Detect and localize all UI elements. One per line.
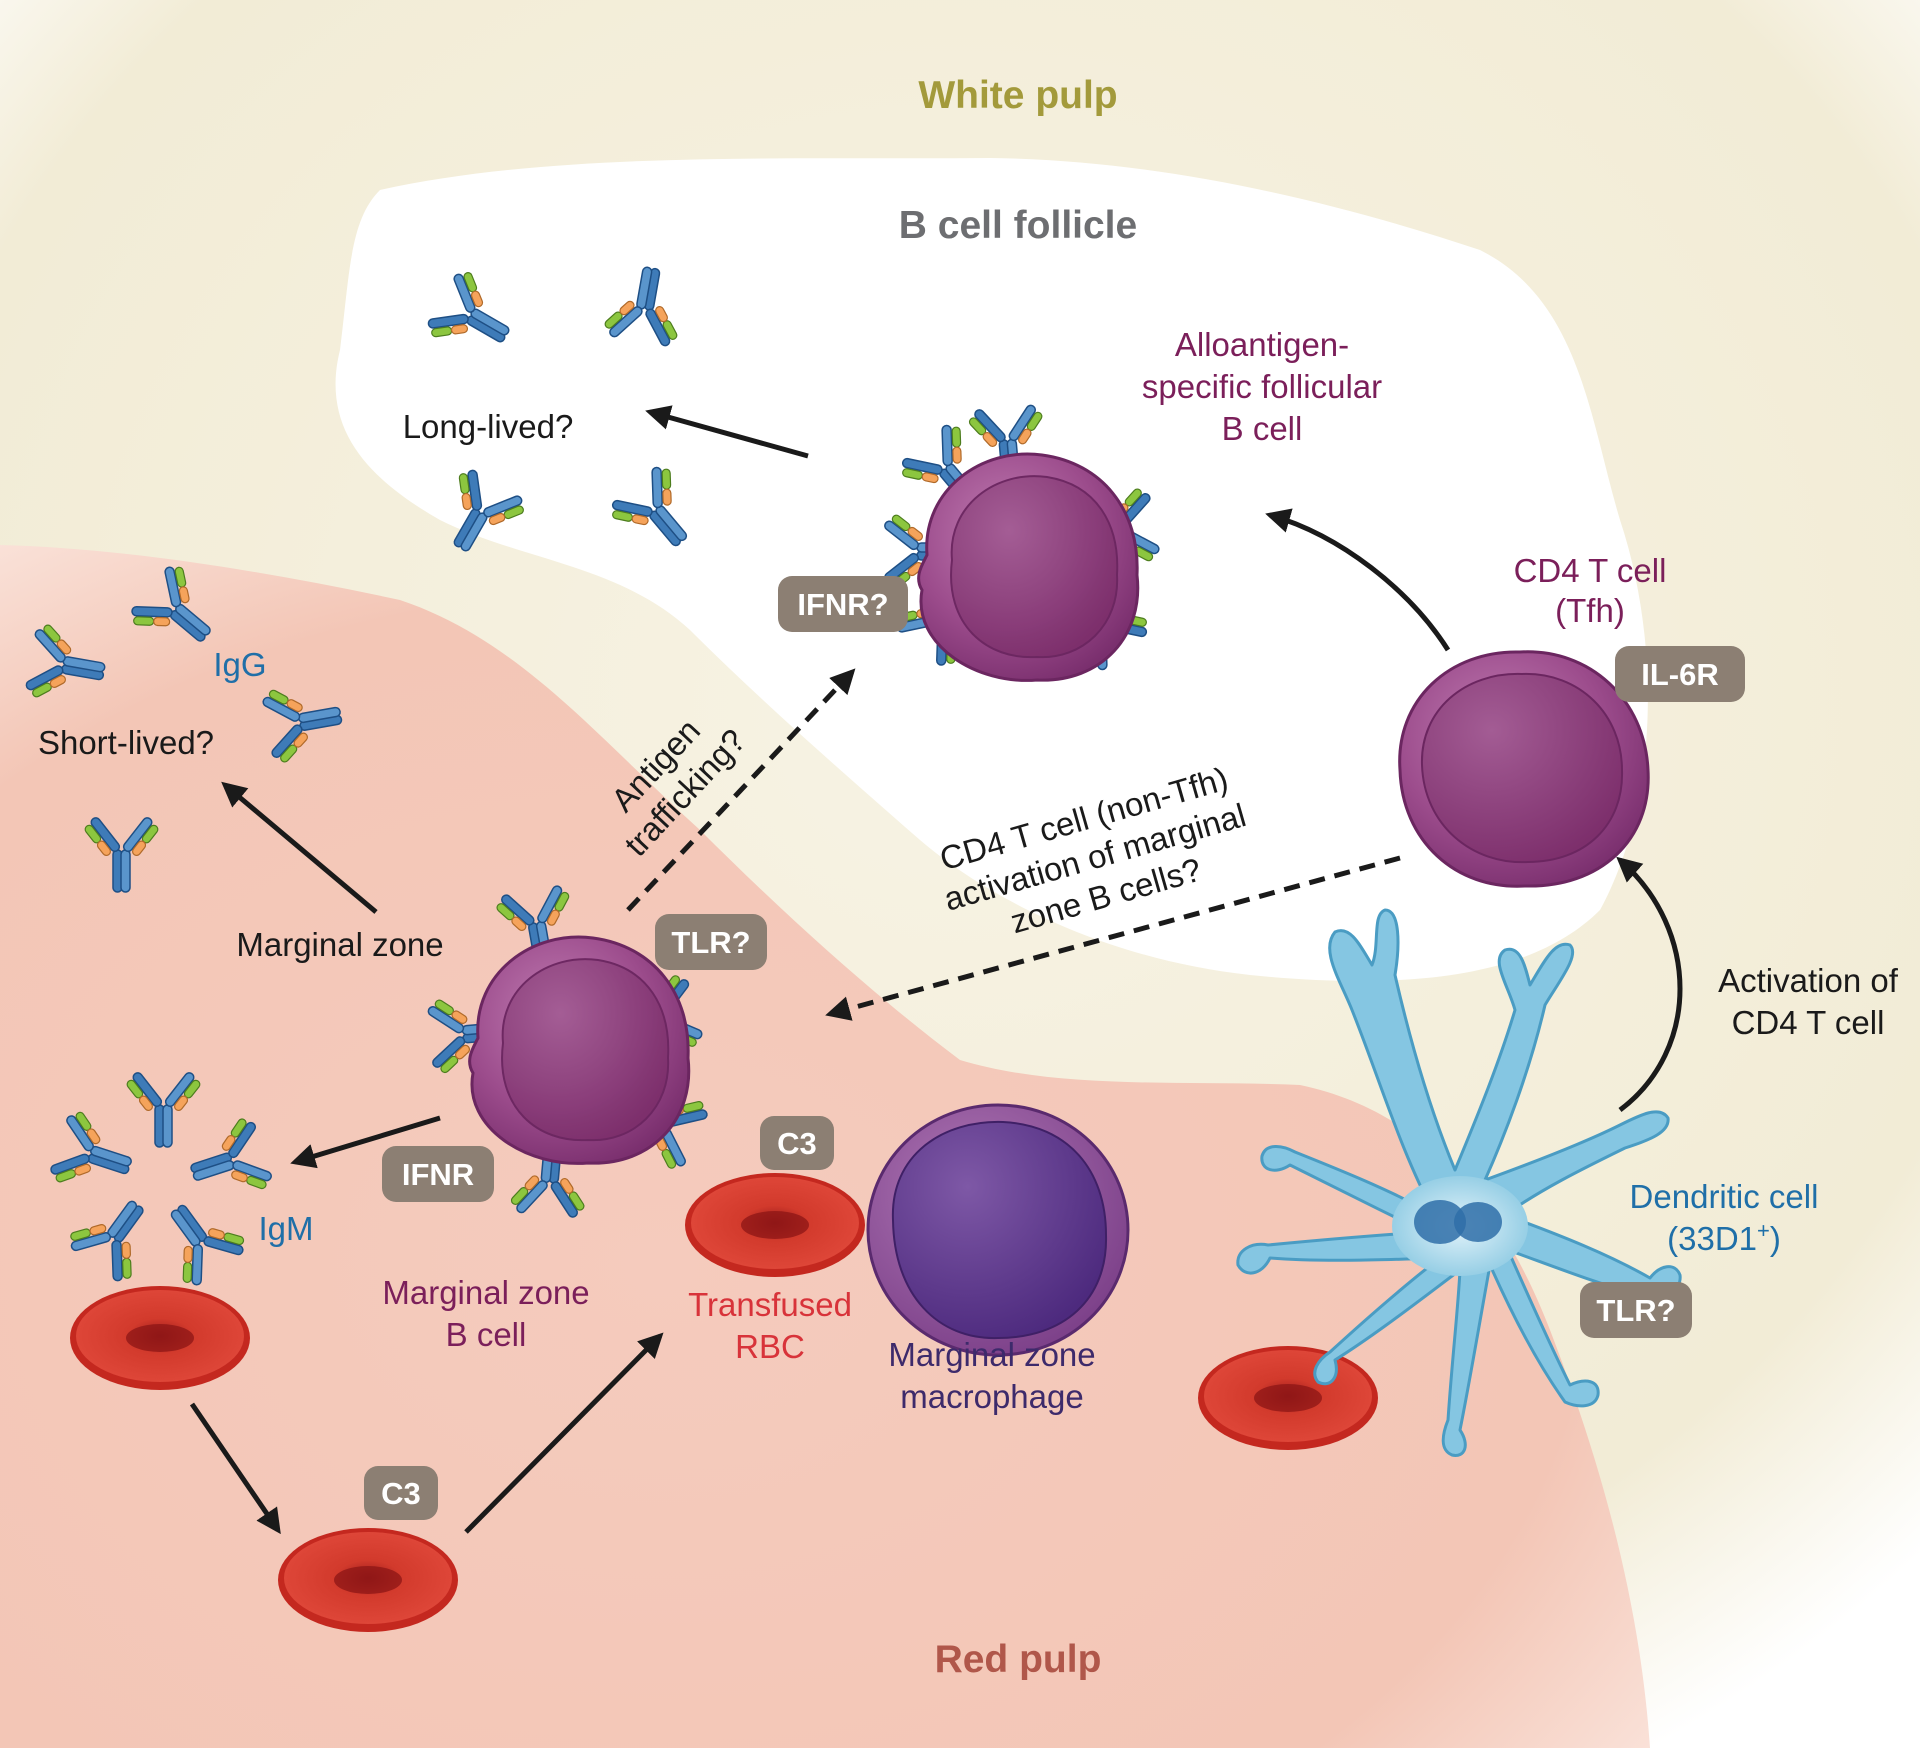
badge-text: C3	[381, 1476, 421, 1511]
arrow-to-igm	[290, 1115, 441, 1169]
arrow-to-short-lived	[221, 781, 378, 914]
badge-text: IFNR	[402, 1157, 474, 1192]
badge-text: TLR?	[671, 925, 750, 960]
badge-ifnr: IFNR	[382, 1146, 494, 1202]
rbc-icon	[278, 1528, 458, 1632]
dendritic-cell-paren-close: )	[1770, 1220, 1781, 1257]
follicular-b-cell-label-line3: B cell	[1222, 410, 1303, 447]
arrow-rbc-to-c3	[189, 1402, 281, 1535]
transfused-rbc-icon	[685, 1173, 865, 1277]
badge-c3-top: C3	[760, 1116, 834, 1170]
dashed-arrows	[626, 668, 1401, 1021]
badge-text: IL-6R	[1641, 657, 1719, 692]
transfused-rbc-line1: Transfused	[688, 1286, 852, 1323]
macrophage-line1: Marginal zone	[888, 1336, 1095, 1373]
rbc-icon	[1198, 1346, 1378, 1450]
arrows	[189, 405, 1683, 1535]
follicular-b-cell-label-line1: Alloantigen-	[1175, 326, 1349, 363]
arrow-tfh-to-follicular-b-cell	[1265, 508, 1451, 652]
short-lived-label: Short-lived?	[38, 724, 214, 761]
badge-il6r: IL-6R	[1615, 646, 1745, 702]
badge-text: TLR?	[1596, 1293, 1675, 1328]
long-lived-label: Long-lived?	[403, 408, 574, 445]
badge-tlr-dendritic: TLR?	[1580, 1282, 1692, 1338]
follicular-b-cell-label-line2: specific follicular	[1142, 368, 1382, 405]
badge-c3-bottom: C3	[364, 1466, 438, 1520]
arrow-to-long-lived	[645, 405, 809, 459]
mz-b-cell-line1: Marginal zone	[382, 1274, 589, 1311]
dendritic-cell-superscript: +	[1757, 1218, 1770, 1243]
dendritic-cell-line1: Dendritic cell	[1630, 1178, 1819, 1215]
cd4-t-cell	[1398, 650, 1650, 888]
igg-label: IgG	[213, 646, 266, 683]
b-cell-follicle-title: B cell follicle	[899, 204, 1137, 247]
cd4-tfh-label-line2: (Tfh)	[1555, 592, 1625, 629]
b-cell-body	[917, 452, 1140, 682]
white-pulp-title: White pulp	[918, 74, 1117, 117]
dendritic-cell	[1236, 908, 1682, 1457]
igm-label: IgM	[258, 1210, 313, 1247]
badge-tlr-marginal-zone: TLR?	[655, 914, 767, 970]
arrow-antigen-trafficking	[626, 668, 856, 912]
badge-ifnr-question: IFNR?	[778, 576, 908, 632]
activation-cd4-line2: CD4 T cell	[1732, 1004, 1885, 1041]
marginal-zone-label: Marginal zone	[236, 926, 443, 963]
mz-b-cell-line2: B cell	[446, 1316, 527, 1353]
badge-text: C3	[777, 1126, 817, 1161]
marginal-zone-macrophage	[866, 1103, 1130, 1357]
transfused-rbc-line2: RBC	[735, 1328, 805, 1365]
arrow-c3-to-transfused-rbc	[464, 1332, 664, 1534]
rbc-icon	[70, 1286, 250, 1390]
macrophage-line2: macrophage	[900, 1378, 1083, 1415]
dendritic-cell-paren-open: (33D1	[1667, 1220, 1757, 1257]
arrow-non-tfh-activation	[825, 855, 1401, 1021]
badge-text: IFNR?	[797, 587, 888, 622]
red-pulp-title: Red pulp	[935, 1638, 1102, 1681]
dendritic-cell-line2: (33D1+)	[1667, 1218, 1781, 1257]
cd4-tfh-label-line1: CD4 T cell	[1514, 552, 1667, 589]
arrow-dc-to-cd4	[1616, 856, 1683, 1112]
b-cell-body	[468, 935, 691, 1165]
activation-cd4-line1: Activation of	[1718, 962, 1899, 999]
